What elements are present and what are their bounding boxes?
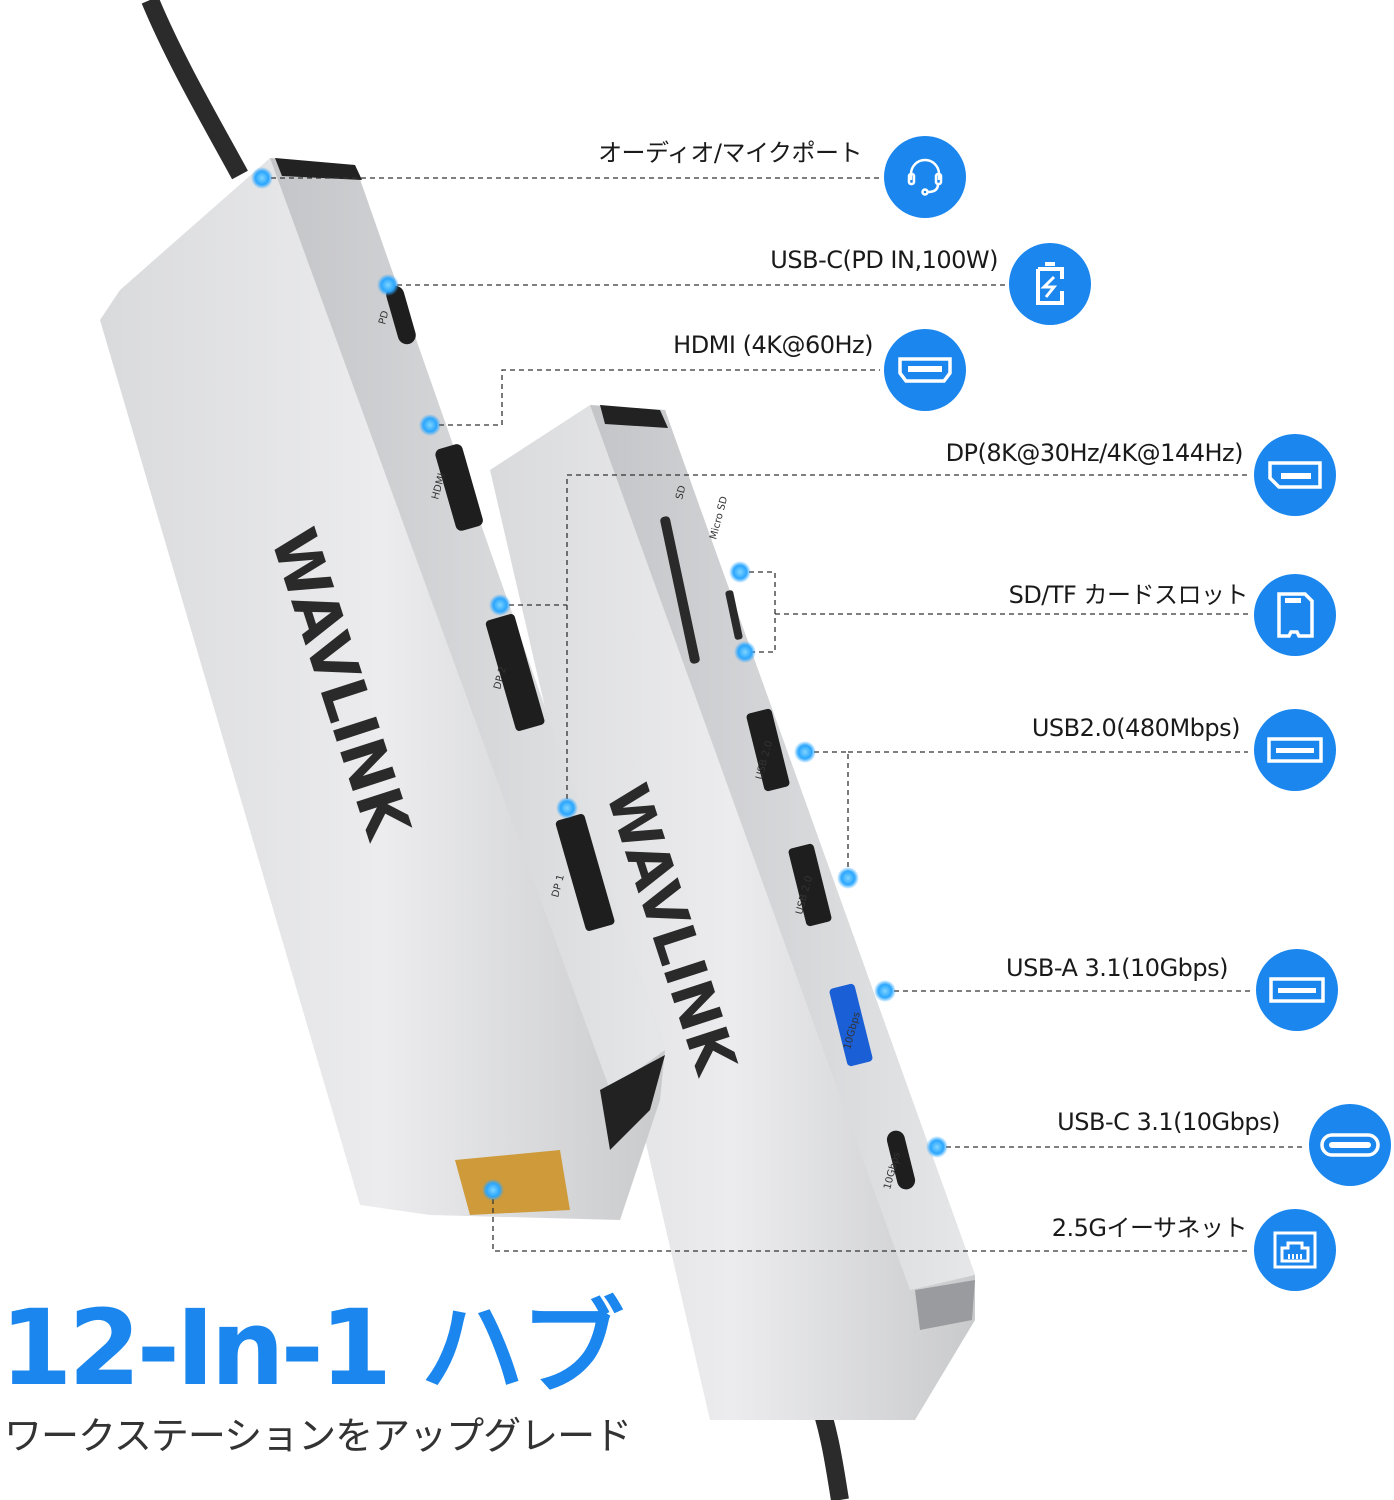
port-label-microsd: Micro SD [708, 495, 730, 541]
port-label-pd: PD [377, 309, 391, 325]
headset-icon [884, 136, 966, 218]
port-label-sd: SD [674, 484, 688, 501]
callout-label-usbc-pd: USB-C(PD IN,100W) [770, 246, 998, 274]
port-dots [251, 167, 948, 1201]
hub-back [490, 405, 975, 1420]
usb-a-port-icon [1254, 709, 1336, 791]
usb-a-port-icon [1256, 949, 1338, 1031]
callout-label-hdmi: HDMI (4K@60Hz) [673, 331, 873, 359]
callout-label-sd: SD/TF カードスロット [1008, 581, 1249, 609]
displayport-icon [1254, 434, 1336, 516]
headline: 12-In-1 ハブ [0, 1287, 624, 1409]
subheadline: ワークステーションをアップグレード [4, 1414, 632, 1458]
usb-c-port-icon [1309, 1104, 1391, 1186]
hdmi-port-icon [884, 329, 966, 411]
ethernet-port-icon [1254, 1209, 1336, 1291]
callout-label-dp: DP(8K@30Hz/4K@144Hz) [945, 439, 1244, 467]
sd-card-icon [1254, 574, 1336, 656]
leader-lines [262, 177, 1305, 1252]
battery-charging-icon [1009, 243, 1091, 325]
callout-label-usba: USB-A 3.1(10Gbps) [1006, 954, 1228, 982]
cable-top [141, 0, 248, 180]
callout-label-usb2: USB2.0(480Mbps) [1031, 714, 1241, 742]
hub-front [100, 158, 665, 1220]
callout-label-audio: オーディオ/マイクポート [598, 139, 862, 167]
callout-label-ethernet: 2.5Gイーサネット [1051, 1214, 1248, 1242]
callout-label-usbc: USB-C 3.1(10Gbps) [1057, 1108, 1280, 1136]
